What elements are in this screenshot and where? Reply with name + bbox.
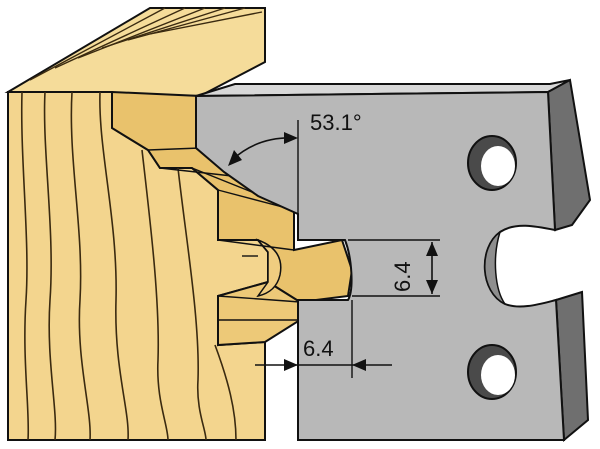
depth-arrow-bottom: [426, 280, 438, 294]
depth-dimension: 6.4: [348, 239, 440, 297]
width-arrow-left: [284, 359, 298, 371]
width-arrow-right: [352, 359, 366, 371]
wood-top-face: [4, 7, 266, 98]
knife-notch: [484, 230, 506, 305]
angle-label: 53.1°: [310, 110, 362, 135]
depth-label: 6.4: [390, 261, 415, 292]
wood-bead: [255, 238, 282, 298]
knife-blade: [195, 78, 592, 443]
wood-profile-lines: [147, 147, 301, 321]
mounting-hole-lower: [467, 344, 517, 400]
angle-dimension: 53.1°: [228, 110, 362, 214]
angle-arrow-left: [228, 150, 242, 166]
width-dimension: 6.4: [255, 300, 392, 378]
wood-grain: [20, 91, 237, 441]
angle-arrow-right: [284, 132, 298, 144]
mounting-hole-upper: [467, 135, 517, 191]
wood-workpiece: [4, 7, 354, 441]
depth-arrow-top: [426, 242, 438, 256]
width-label: 6.4: [303, 336, 334, 361]
wood-top-grain: [29, 7, 263, 81]
